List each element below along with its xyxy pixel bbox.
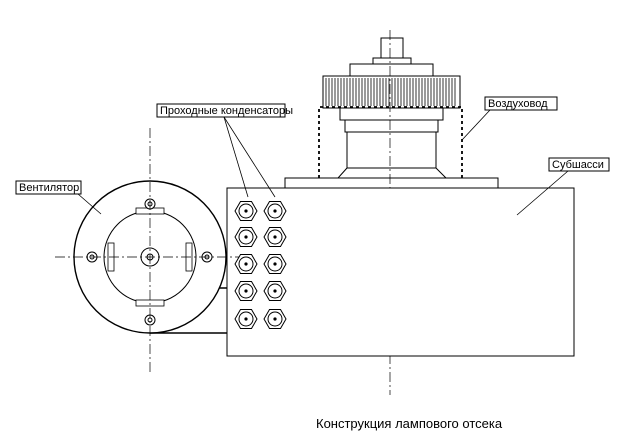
- label-subchassis-text: Субшасси: [552, 159, 604, 171]
- feedthrough-capacitor: [234, 281, 258, 301]
- feedthrough-capacitors: [234, 201, 287, 329]
- label-fan-text: Вентилятор: [19, 182, 79, 194]
- tube-assembly: [284, 37, 499, 189]
- feedthrough-capacitor: [263, 227, 287, 247]
- label-fan: Вентилятор: [15, 180, 82, 195]
- label-subchassis: Субшасси: [548, 157, 610, 172]
- label-feedthrough-capacitors: Проходные конденсаторы: [156, 103, 293, 118]
- feedthrough-capacitor: [234, 309, 258, 329]
- feedthrough-capacitor: [234, 227, 258, 247]
- leader-lines: [77, 109, 569, 216]
- feedthrough-capacitor: [234, 201, 258, 221]
- diagram-caption: Конструкция лампового отсека: [316, 416, 503, 431]
- feedthrough-capacitor: [263, 309, 287, 329]
- label-feedthrough-capacitors-text: Проходные конденсаторы: [160, 105, 293, 117]
- feedthrough-capacitor: [263, 281, 287, 301]
- radiator-fins: [322, 75, 461, 109]
- feedthrough-capacitor: [234, 254, 258, 274]
- label-air-duct-text: Воздуховод: [488, 98, 548, 110]
- feedthrough-capacitor: [263, 201, 287, 221]
- label-air-duct: Воздуховод: [484, 96, 558, 111]
- feedthrough-capacitor: [263, 254, 287, 274]
- subchassis-box: [226, 187, 575, 357]
